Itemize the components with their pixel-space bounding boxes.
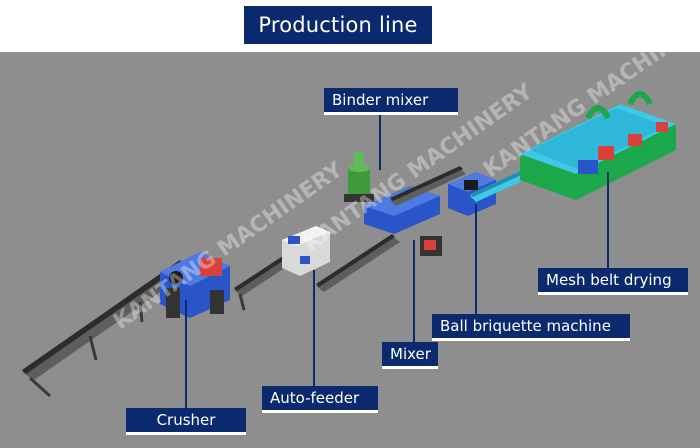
conveyor-3 [316, 234, 400, 292]
crusher-machine [160, 252, 230, 318]
label-mixer: Mixer [382, 342, 438, 369]
conveyor-4 [390, 166, 466, 206]
label-binder-mixer: Binder mixer [324, 88, 458, 115]
auto-feeder-machine [282, 226, 330, 276]
mesh-belt-dryer [520, 91, 676, 200]
page-title: Production line [244, 6, 432, 44]
label-auto-feeder: Auto-feeder [262, 386, 378, 413]
conveyor-1 [22, 260, 192, 398]
label-ball-briquette-machine: Ball briquette machine [432, 314, 630, 341]
label-mesh-belt-drying: Mesh belt drying [538, 268, 688, 295]
leader-lines [185, 172, 609, 410]
floor-background [0, 52, 700, 448]
binder-mixer-tank [344, 110, 381, 202]
label-crusher: Crusher [126, 408, 246, 435]
